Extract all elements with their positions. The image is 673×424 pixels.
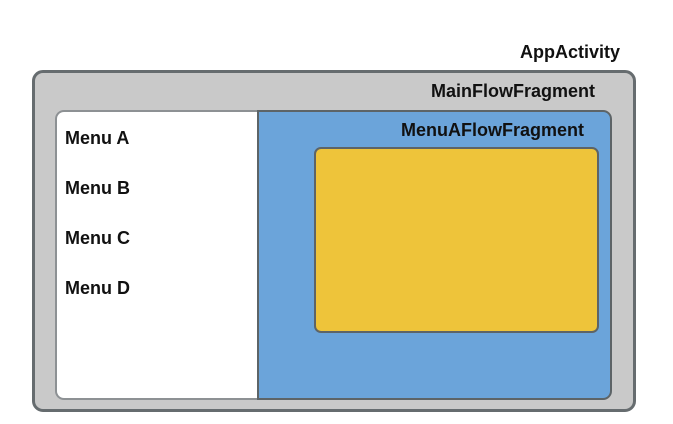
menu-item-b: Menu B [65,178,130,198]
content-placeholder-box [314,147,599,333]
menu-item-c: Menu C [65,228,130,248]
menu-a-flow-fragment-panel: MenuAFlowFragment [257,110,612,400]
main-flow-fragment-label: MainFlowFragment [430,81,595,101]
menu-panel: Menu A Menu B Menu C Menu D [55,110,259,400]
menu-a-flow-fragment-label: MenuAFlowFragment [401,120,584,140]
app-activity-label: AppActivity [519,42,620,62]
menu-item-d: Menu D [65,278,130,298]
menu-item-a: Menu A [65,128,130,148]
main-flow-fragment-container: MainFlowFragment Menu A Menu B Menu C Me… [32,70,636,412]
